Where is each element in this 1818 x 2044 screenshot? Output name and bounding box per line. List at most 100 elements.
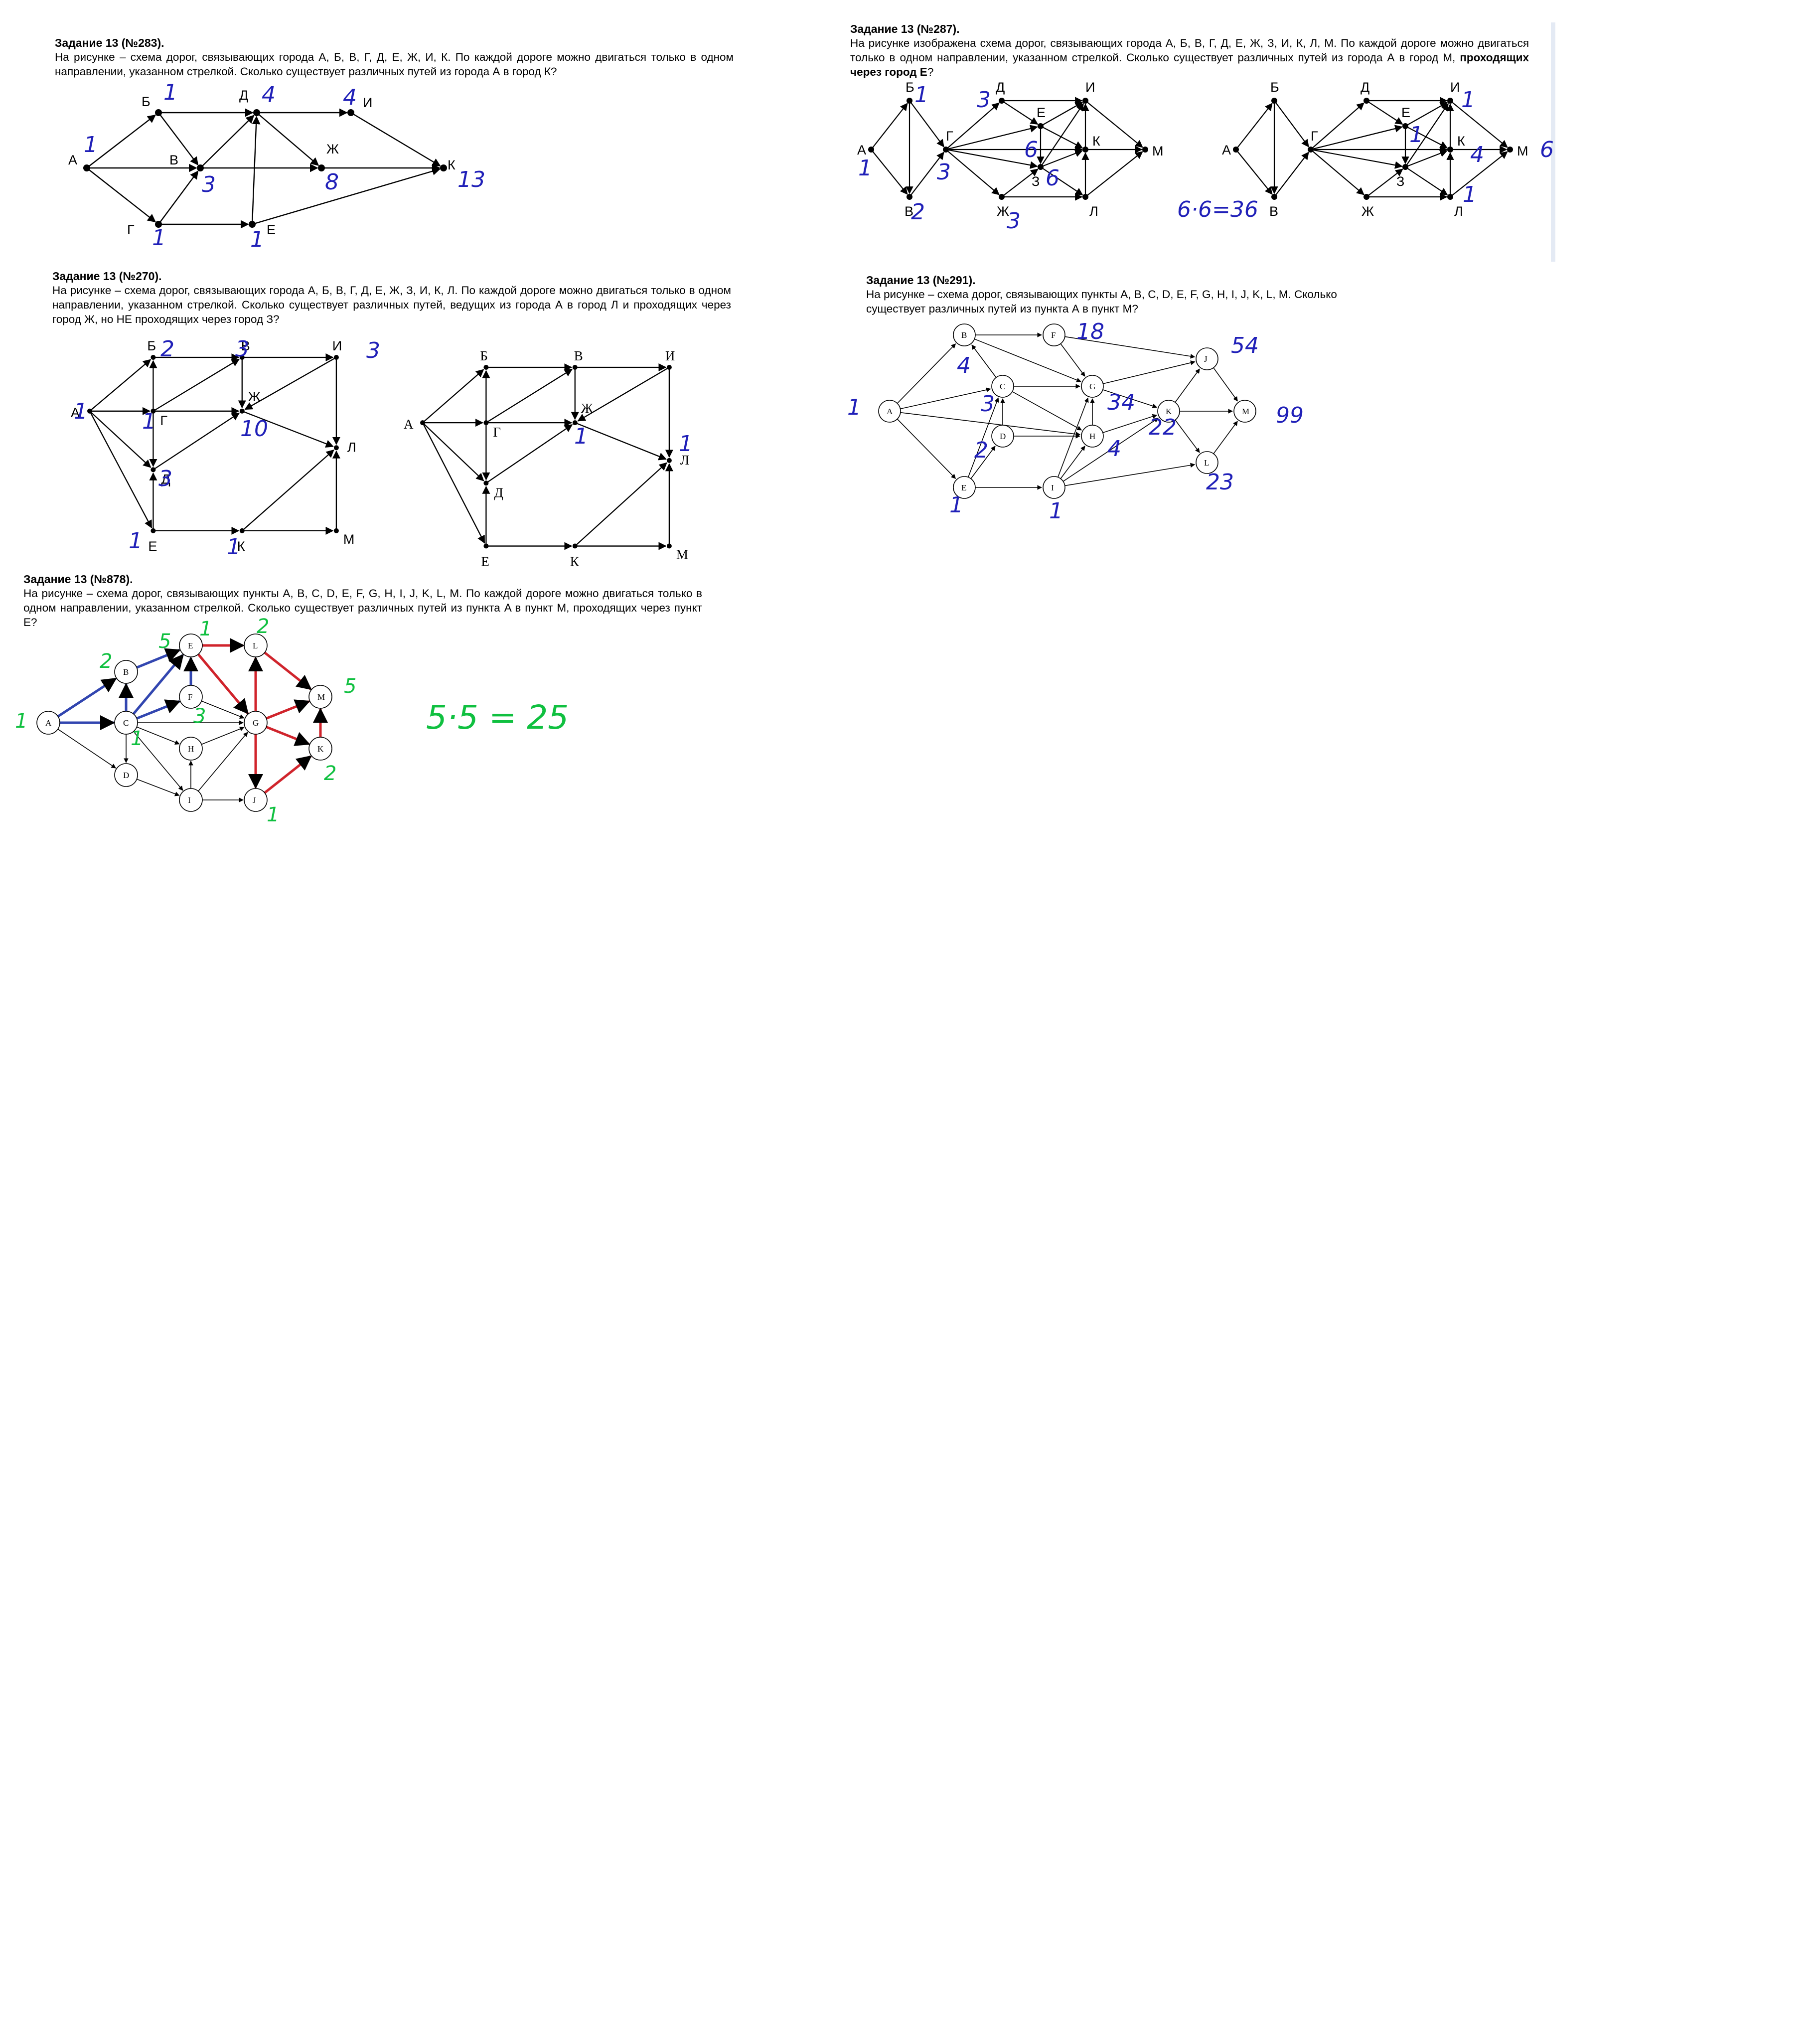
- node-dot: [155, 221, 162, 228]
- edge: [158, 112, 199, 165]
- handwritten-note: 1: [847, 395, 861, 420]
- task-287: Задание 13 (№287). На рисунке изображена…: [850, 22, 1529, 79]
- edge: [1366, 100, 1403, 125]
- task-text: На рисунке изображена схема дорог, связы…: [850, 36, 1529, 79]
- node-circle: [179, 737, 203, 761]
- edge: [86, 167, 156, 223]
- node-label: К: [1092, 134, 1100, 149]
- handwritten-note: 1: [858, 156, 872, 181]
- node-dot: [239, 408, 245, 414]
- task-text: На рисунке – схема дорог, связывающих го…: [52, 284, 731, 325]
- node-dot: [1271, 98, 1277, 104]
- handwritten-note: 1: [84, 132, 98, 157]
- node-circle: [1081, 375, 1104, 398]
- node-label: Ж: [997, 204, 1009, 219]
- node-circle: [1043, 476, 1065, 499]
- edge: [897, 343, 956, 404]
- handwritten-note: 4: [1107, 436, 1121, 462]
- node-dot: [666, 365, 672, 370]
- node-circle: [114, 711, 138, 735]
- edge: [1103, 360, 1196, 384]
- edge: [1085, 100, 1143, 148]
- handwritten-note: 3: [1007, 208, 1021, 234]
- edge: [900, 387, 991, 410]
- node-label: Д: [1361, 80, 1369, 95]
- edge: [158, 170, 199, 225]
- node-dot: [943, 147, 949, 153]
- node-label: Е: [267, 222, 276, 237]
- node-dot: [572, 543, 578, 549]
- handwritten-note: 4: [343, 85, 357, 110]
- edge: [909, 100, 944, 148]
- node-label: З: [1032, 174, 1040, 189]
- node-label: Е: [148, 539, 157, 554]
- edge: [1058, 397, 1089, 477]
- node-circle: [114, 763, 138, 787]
- node-dot: [197, 164, 204, 171]
- edge: [422, 422, 485, 544]
- handwritten-note: 1: [163, 80, 177, 105]
- edge: [57, 677, 117, 718]
- scrollbar-track[interactable]: [1551, 22, 1555, 262]
- node-label: И: [332, 338, 342, 353]
- edge: [57, 728, 117, 769]
- edge: [244, 357, 337, 410]
- edge: [132, 653, 184, 715]
- edge: [945, 102, 1000, 150]
- edge: [1001, 100, 1039, 125]
- node-label: L: [1204, 458, 1209, 468]
- node-circle: [1196, 451, 1218, 474]
- handwritten-note: 22: [1149, 415, 1177, 440]
- node-label: M: [1242, 407, 1249, 416]
- edge: [1001, 168, 1039, 197]
- edge: [200, 115, 255, 168]
- node-dot: [1271, 194, 1277, 200]
- node-label: I: [188, 795, 191, 805]
- edge: [1085, 151, 1143, 197]
- edge: [1040, 166, 1083, 196]
- edge: [577, 367, 670, 422]
- node-dot: [1038, 123, 1044, 129]
- edge: [136, 648, 181, 669]
- handwritten-note: 4: [262, 82, 276, 108]
- node-circle: [1233, 400, 1256, 423]
- node-label: В: [1269, 204, 1278, 219]
- edge: [909, 152, 944, 197]
- node-label: K: [317, 744, 324, 754]
- node-circle: [244, 788, 268, 812]
- edge: [1175, 420, 1200, 453]
- node-label: А: [68, 153, 77, 167]
- edge: [1450, 151, 1508, 197]
- edge: [1310, 102, 1364, 150]
- edge: [263, 651, 312, 690]
- node-dot: [999, 98, 1005, 104]
- node-label: C: [123, 718, 129, 728]
- task-270: Задание 13 (№270). На рисунке – схема до…: [52, 269, 731, 326]
- node-label: В: [241, 338, 250, 353]
- node-label: B: [123, 667, 129, 677]
- edge: [1450, 100, 1508, 148]
- handwritten-note: 1: [199, 618, 212, 640]
- edge: [1235, 149, 1273, 195]
- edge: [1405, 102, 1448, 127]
- handwritten-note: 1: [1049, 498, 1063, 524]
- edge: [897, 419, 956, 479]
- handwritten-note: 2: [100, 650, 112, 673]
- handwritten-note: 13: [457, 167, 485, 192]
- edge: [197, 732, 248, 792]
- handwritten-calc: 5·5 = 25: [426, 698, 569, 737]
- handwritten-note: 2: [974, 438, 988, 463]
- edge: [1040, 102, 1083, 127]
- node-dot: [483, 480, 489, 486]
- node-label: Б: [480, 348, 488, 363]
- node-label: В: [574, 348, 583, 363]
- handwritten-note: 8: [325, 169, 339, 195]
- node-dot: [1364, 194, 1369, 200]
- node-dot: [1308, 147, 1314, 153]
- node-label: В: [169, 153, 178, 167]
- handwritten-note: 6: [1046, 165, 1060, 191]
- node-circle: [991, 425, 1014, 448]
- node-dot: [1447, 98, 1453, 104]
- node-dot: [420, 420, 425, 426]
